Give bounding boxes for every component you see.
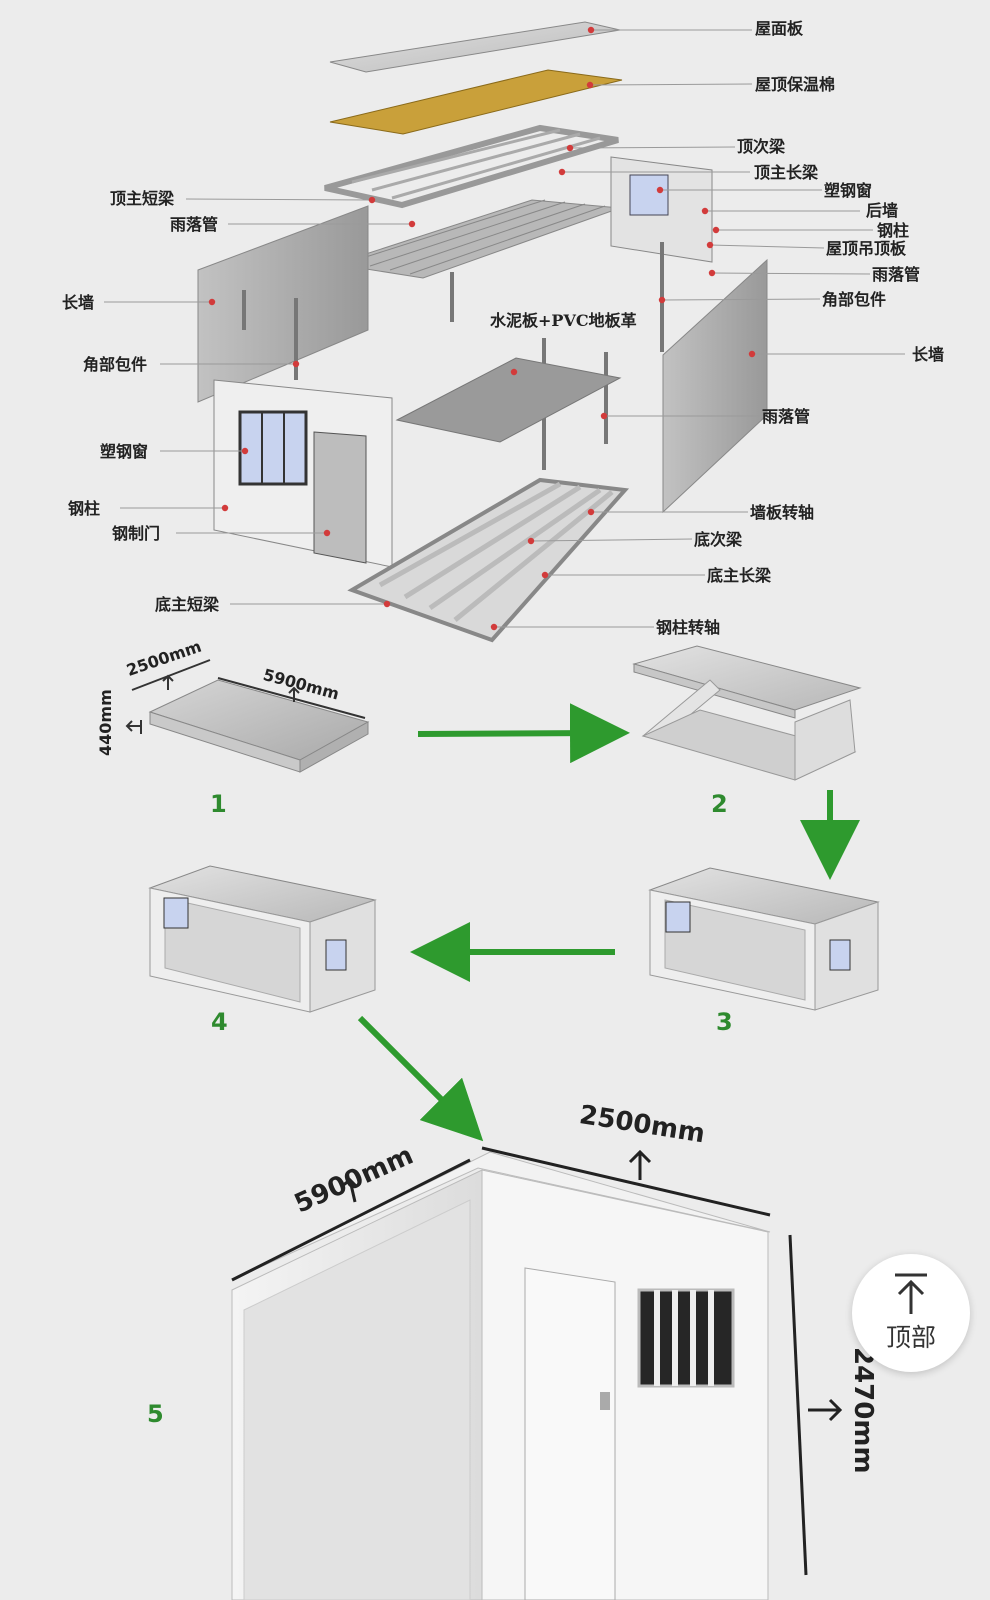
step-number-3: 3 (716, 1008, 733, 1036)
label-steel-column-front: 钢柱 (68, 499, 101, 518)
front-door (524, 1267, 616, 1600)
label-downpipe-back: 雨落管 (872, 265, 921, 284)
label-downpipe-right: 雨落管 (762, 407, 811, 426)
step5-house (231, 1146, 843, 1600)
step-number-2: 2 (711, 790, 728, 818)
label-corner-cover-right: 角部包件 (822, 290, 887, 309)
scroll-to-top-button[interactable]: 顶部 (852, 1254, 970, 1372)
barred-window (637, 1288, 735, 1388)
steel-door (313, 431, 367, 564)
roof-panel (329, 21, 621, 73)
label-leaders (104, 26, 905, 631)
label-bottom-main-long-beam: 底主长梁 (707, 566, 772, 585)
label-ceiling-board: 屋顶吊顶板 (826, 239, 907, 258)
label-top-main-short-beam: 顶主短梁 (110, 189, 175, 208)
label-plastic-steel-window-back: 塑钢窗 (824, 181, 873, 200)
label-top-secondary-beam: 顶次梁 (737, 137, 786, 156)
label-roof-panel: 屋面板 (755, 19, 804, 38)
dim-flat-height: 440mm (96, 689, 115, 756)
step3-house (648, 867, 880, 1011)
label-top-main-long-beam: 顶主长梁 (754, 163, 819, 182)
exploded-view (197, 21, 768, 643)
label-steel-column-back: 钢柱 (877, 221, 910, 240)
label-back-wall: 后墙 (866, 201, 899, 220)
label-plastic-steel-window-front: 塑钢窗 (100, 442, 149, 461)
arrow-up-icon (895, 1273, 927, 1314)
step2-unfolding (632, 645, 862, 781)
step-number-1: 1 (210, 790, 227, 818)
label-long-wall-right: 长墙 (912, 345, 945, 364)
label-floor-board: 水泥板+PVC地板革 (490, 311, 637, 330)
step1-flatpack (125, 659, 370, 773)
front-window (238, 410, 308, 486)
step-number-4: 4 (211, 1008, 228, 1036)
back-window (629, 174, 669, 216)
label-bottom-main-short-beam: 底主短梁 (155, 595, 220, 614)
label-steel-column-hinge: 钢柱转轴 (656, 618, 721, 637)
step4-house (148, 865, 377, 1013)
dim-final-height: 2470mm (848, 1347, 878, 1474)
roof-insulation (329, 69, 623, 135)
label-wallboard-hinge: 墙板转轴 (750, 503, 815, 522)
step-number-5: 5 (147, 1400, 164, 1428)
label-downpipe-left: 雨落管 (170, 215, 219, 234)
label-corner-cover-left: 角部包件 (83, 355, 148, 374)
label-steel-door: 钢制门 (112, 524, 161, 543)
label-roof-insulation: 屋顶保温棉 (755, 75, 836, 94)
left-long-wall (197, 205, 369, 403)
scroll-to-top-label: 顶部 (885, 1323, 936, 1352)
label-long-wall-left: 长墙 (62, 293, 95, 312)
right-long-wall (662, 258, 768, 514)
ceiling-board (334, 199, 621, 279)
label-bottom-secondary-beam: 底次梁 (694, 530, 743, 549)
floor-board (395, 357, 622, 443)
top-frame (324, 124, 619, 209)
process-arrows (357, 703, 860, 1142)
